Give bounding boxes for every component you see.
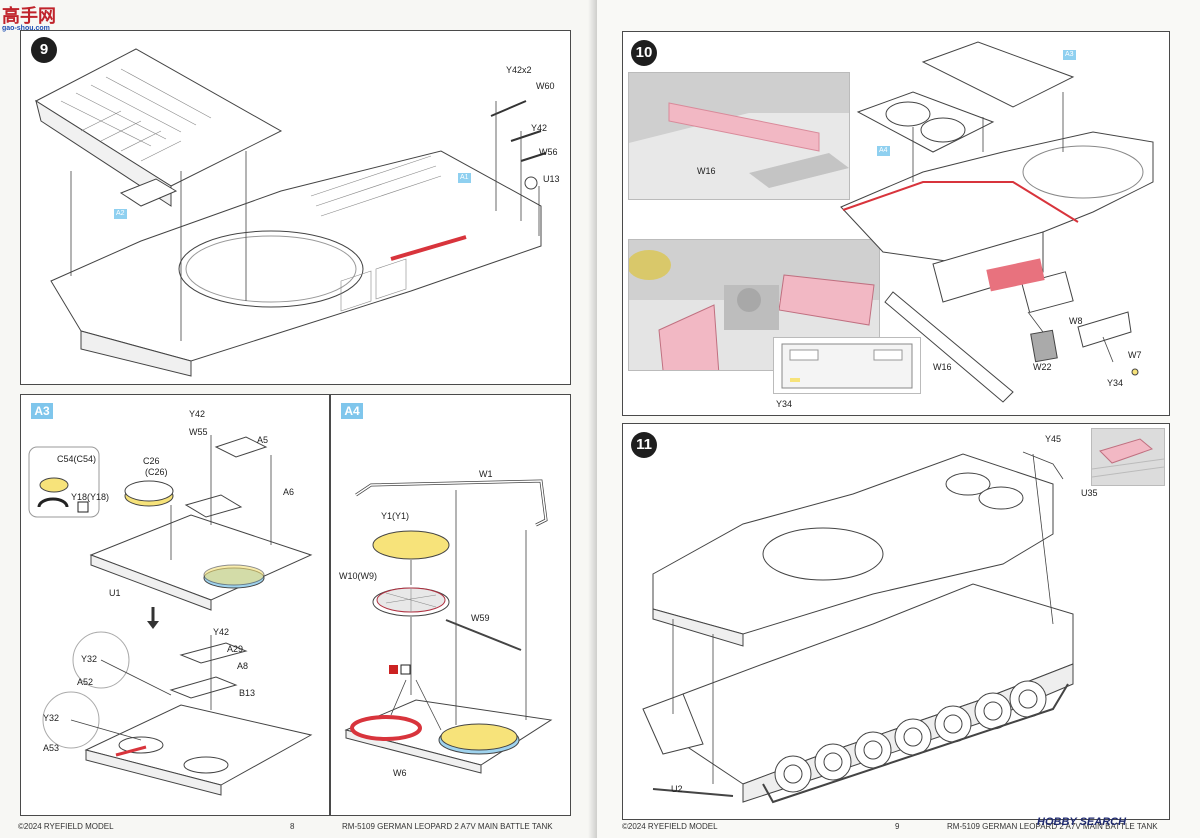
part-label: W8 xyxy=(1069,316,1083,326)
part-label: W16 xyxy=(933,362,952,372)
step-11-panel: 11 xyxy=(622,423,1170,820)
part-label: C54(C54) xyxy=(57,454,97,464)
step-11-drawing xyxy=(642,451,1074,804)
part-label: Y42x2 xyxy=(506,65,532,75)
part-label: B13 xyxy=(239,688,256,698)
photo-doors-drawing xyxy=(629,240,879,370)
left-page: 高手网 gao-shou.com 9 xyxy=(0,0,597,838)
subassembly-ref-a1: A1 xyxy=(458,173,471,183)
reference-photo-u35 xyxy=(1091,428,1165,486)
part-label: W60 xyxy=(536,81,555,91)
footer-title: RM-5109 GERMAN LEOPARD 2 A7V MAIN BATTLE… xyxy=(342,822,553,831)
inset-plate-drawing xyxy=(781,343,913,389)
part-label: Y42 xyxy=(531,123,548,133)
part-label: A5 xyxy=(257,435,269,445)
part-label: Y42 xyxy=(213,627,230,637)
watermark-text: HOBBY SEARCH xyxy=(1037,816,1127,828)
part-label: Y34 xyxy=(1107,378,1124,388)
right-page: 10 W16 xyxy=(597,0,1200,838)
part-label: Y1(Y1) xyxy=(381,511,410,521)
footer-page-number: 9 xyxy=(895,822,900,831)
step-9-panel: 9 xyxy=(20,30,571,385)
part-label: Y32 xyxy=(81,654,98,664)
reference-photo-w16: W16 xyxy=(628,72,850,200)
photo-w16-drawing xyxy=(629,73,849,199)
part-label: U13 xyxy=(543,174,560,184)
step-a4-panel: A4 xyxy=(330,394,571,816)
site-watermark: 高手网 gao-shou.com xyxy=(2,2,56,32)
step-number: 9 xyxy=(31,37,57,63)
part-label: W56 xyxy=(539,147,558,157)
part-label: A53 xyxy=(43,743,60,753)
part-label: U35 xyxy=(1081,488,1098,498)
part-label: W55 xyxy=(189,427,208,437)
step-10-drawing xyxy=(840,41,1154,403)
step-number: 10 xyxy=(631,40,657,66)
footer-title: RM-5109 GERMAN LEOPARD 2 A7V MAIN BATTLE… xyxy=(947,822,1158,831)
part-label: Y34 xyxy=(776,399,793,409)
reference-photo-doors xyxy=(628,239,880,371)
subassembly-ref-a2: A2 xyxy=(114,209,127,219)
step-10-panel: 10 W16 xyxy=(622,31,1170,416)
part-label: U2 xyxy=(671,784,683,794)
hobby-search-watermark: HOBBY SEARCH xyxy=(1037,816,1126,828)
part-label: (C26) xyxy=(145,467,168,477)
subassembly-tag: A3 xyxy=(31,403,53,419)
part-label: Y45 xyxy=(1045,434,1062,444)
part-label: A6 xyxy=(283,487,295,497)
inset-plate-y34 xyxy=(773,337,921,394)
part-label: W59 xyxy=(471,613,490,623)
footer-copyright: ©2024 RYEFIELD MODEL xyxy=(18,822,114,831)
part-label: W22 xyxy=(1033,362,1052,372)
part-label: W6 xyxy=(393,768,407,778)
part-label: Y42 xyxy=(189,409,206,419)
subassembly-tag: A4 xyxy=(341,403,363,419)
part-label: U1 xyxy=(109,588,121,598)
part-label: Y32 xyxy=(43,713,60,723)
subassembly-ref-a3: A3 xyxy=(1063,50,1076,60)
photo-u35-drawing xyxy=(1092,429,1164,485)
step-a3-drawing xyxy=(28,435,313,796)
part-label: C26 xyxy=(143,456,160,466)
part-label: A52 xyxy=(77,677,94,687)
watermark-url: gao-shou.com xyxy=(2,25,50,32)
part-label: A8 xyxy=(237,661,249,671)
step-number: 11 xyxy=(631,432,657,458)
step-9-drawing xyxy=(34,48,547,377)
footer-copyright: ©2024 RYEFIELD MODEL xyxy=(622,822,718,831)
part-label: W16 xyxy=(697,166,716,176)
step-a4-drawing xyxy=(344,479,553,774)
footer-page-number: 8 xyxy=(290,822,295,831)
part-label: W1 xyxy=(479,469,493,479)
part-label: Y18(Y18) xyxy=(71,492,110,502)
part-label: W7 xyxy=(1128,350,1142,360)
part-label: A29 xyxy=(227,644,244,654)
step-a3-panel: A3 xyxy=(20,394,330,816)
watermark-chars: 高手网 xyxy=(2,6,56,27)
subassembly-ref-a4: A4 xyxy=(877,146,890,156)
part-label: W10(W9) xyxy=(339,571,377,581)
